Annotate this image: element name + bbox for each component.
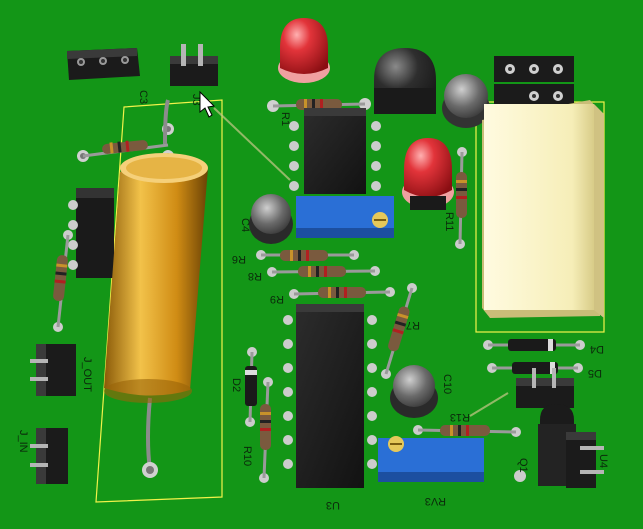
resistor-R10 xyxy=(259,377,273,483)
label-U3: U3 xyxy=(326,499,340,511)
resistor-R9 xyxy=(289,287,395,299)
label-R7: R7 xyxy=(406,319,420,331)
label-R8: R8 xyxy=(248,270,262,282)
trimmer-RV3 xyxy=(378,436,484,482)
label-R10: R10 xyxy=(241,446,253,466)
header-2x3-top-right xyxy=(494,56,574,106)
label-R1: R1 xyxy=(279,112,291,126)
label-D5: D5 xyxy=(588,367,602,379)
arrow-cursor-icon xyxy=(199,90,216,118)
label-C4: C4 xyxy=(239,218,251,232)
diode-D4 xyxy=(483,339,585,351)
led-red-right xyxy=(402,138,454,210)
resistor-left-vertical xyxy=(53,230,73,332)
resistor-R7 xyxy=(381,283,417,379)
label-J_IN: J_IN xyxy=(17,430,29,453)
header-J_IN xyxy=(30,428,68,484)
ic-U3 xyxy=(283,304,377,488)
label-Q1: Q1 xyxy=(517,458,529,473)
resistor-R13 xyxy=(413,425,521,437)
label-J3: J3 xyxy=(190,94,202,106)
label-RV3: RV3 xyxy=(425,495,446,507)
capacitor-C10 xyxy=(390,365,438,418)
capacitor-axial-large xyxy=(104,99,208,478)
capacitor-electrolytic-top xyxy=(442,74,490,128)
header-2pin-J3 xyxy=(170,44,218,86)
label-J_OUT: J_OUT xyxy=(81,357,93,392)
led-red-top xyxy=(278,18,330,83)
header-3pin-top-left xyxy=(67,48,140,80)
label-R11: R11 xyxy=(443,212,455,231)
header-small-right xyxy=(516,368,574,408)
regulator-U4 xyxy=(566,432,604,488)
capacitor-black-radial xyxy=(374,48,436,114)
label-U4: U4 xyxy=(597,454,609,468)
label-R9: R9 xyxy=(270,293,284,305)
resistor-R6 xyxy=(256,250,359,261)
ic-8pin-top xyxy=(289,108,381,194)
resistor-R8 xyxy=(267,266,380,277)
trimmer-blue-top xyxy=(296,196,394,238)
capacitor-C4 xyxy=(249,194,293,244)
header-J_OUT xyxy=(30,344,76,396)
resistor-R3 xyxy=(82,140,169,158)
diode-D2 xyxy=(245,347,257,427)
label-C10: C10 xyxy=(441,374,453,394)
resistor-R11 xyxy=(455,147,467,249)
relay-white xyxy=(482,100,604,318)
label-D4: D4 xyxy=(590,343,604,355)
label-R6: R6 xyxy=(232,253,246,265)
resistor-R1 xyxy=(267,98,371,112)
label-D2: D2 xyxy=(230,378,242,392)
label-C3: C3 xyxy=(137,90,149,104)
ic-left-partial xyxy=(68,188,114,278)
label-R13: R13 xyxy=(450,411,470,423)
